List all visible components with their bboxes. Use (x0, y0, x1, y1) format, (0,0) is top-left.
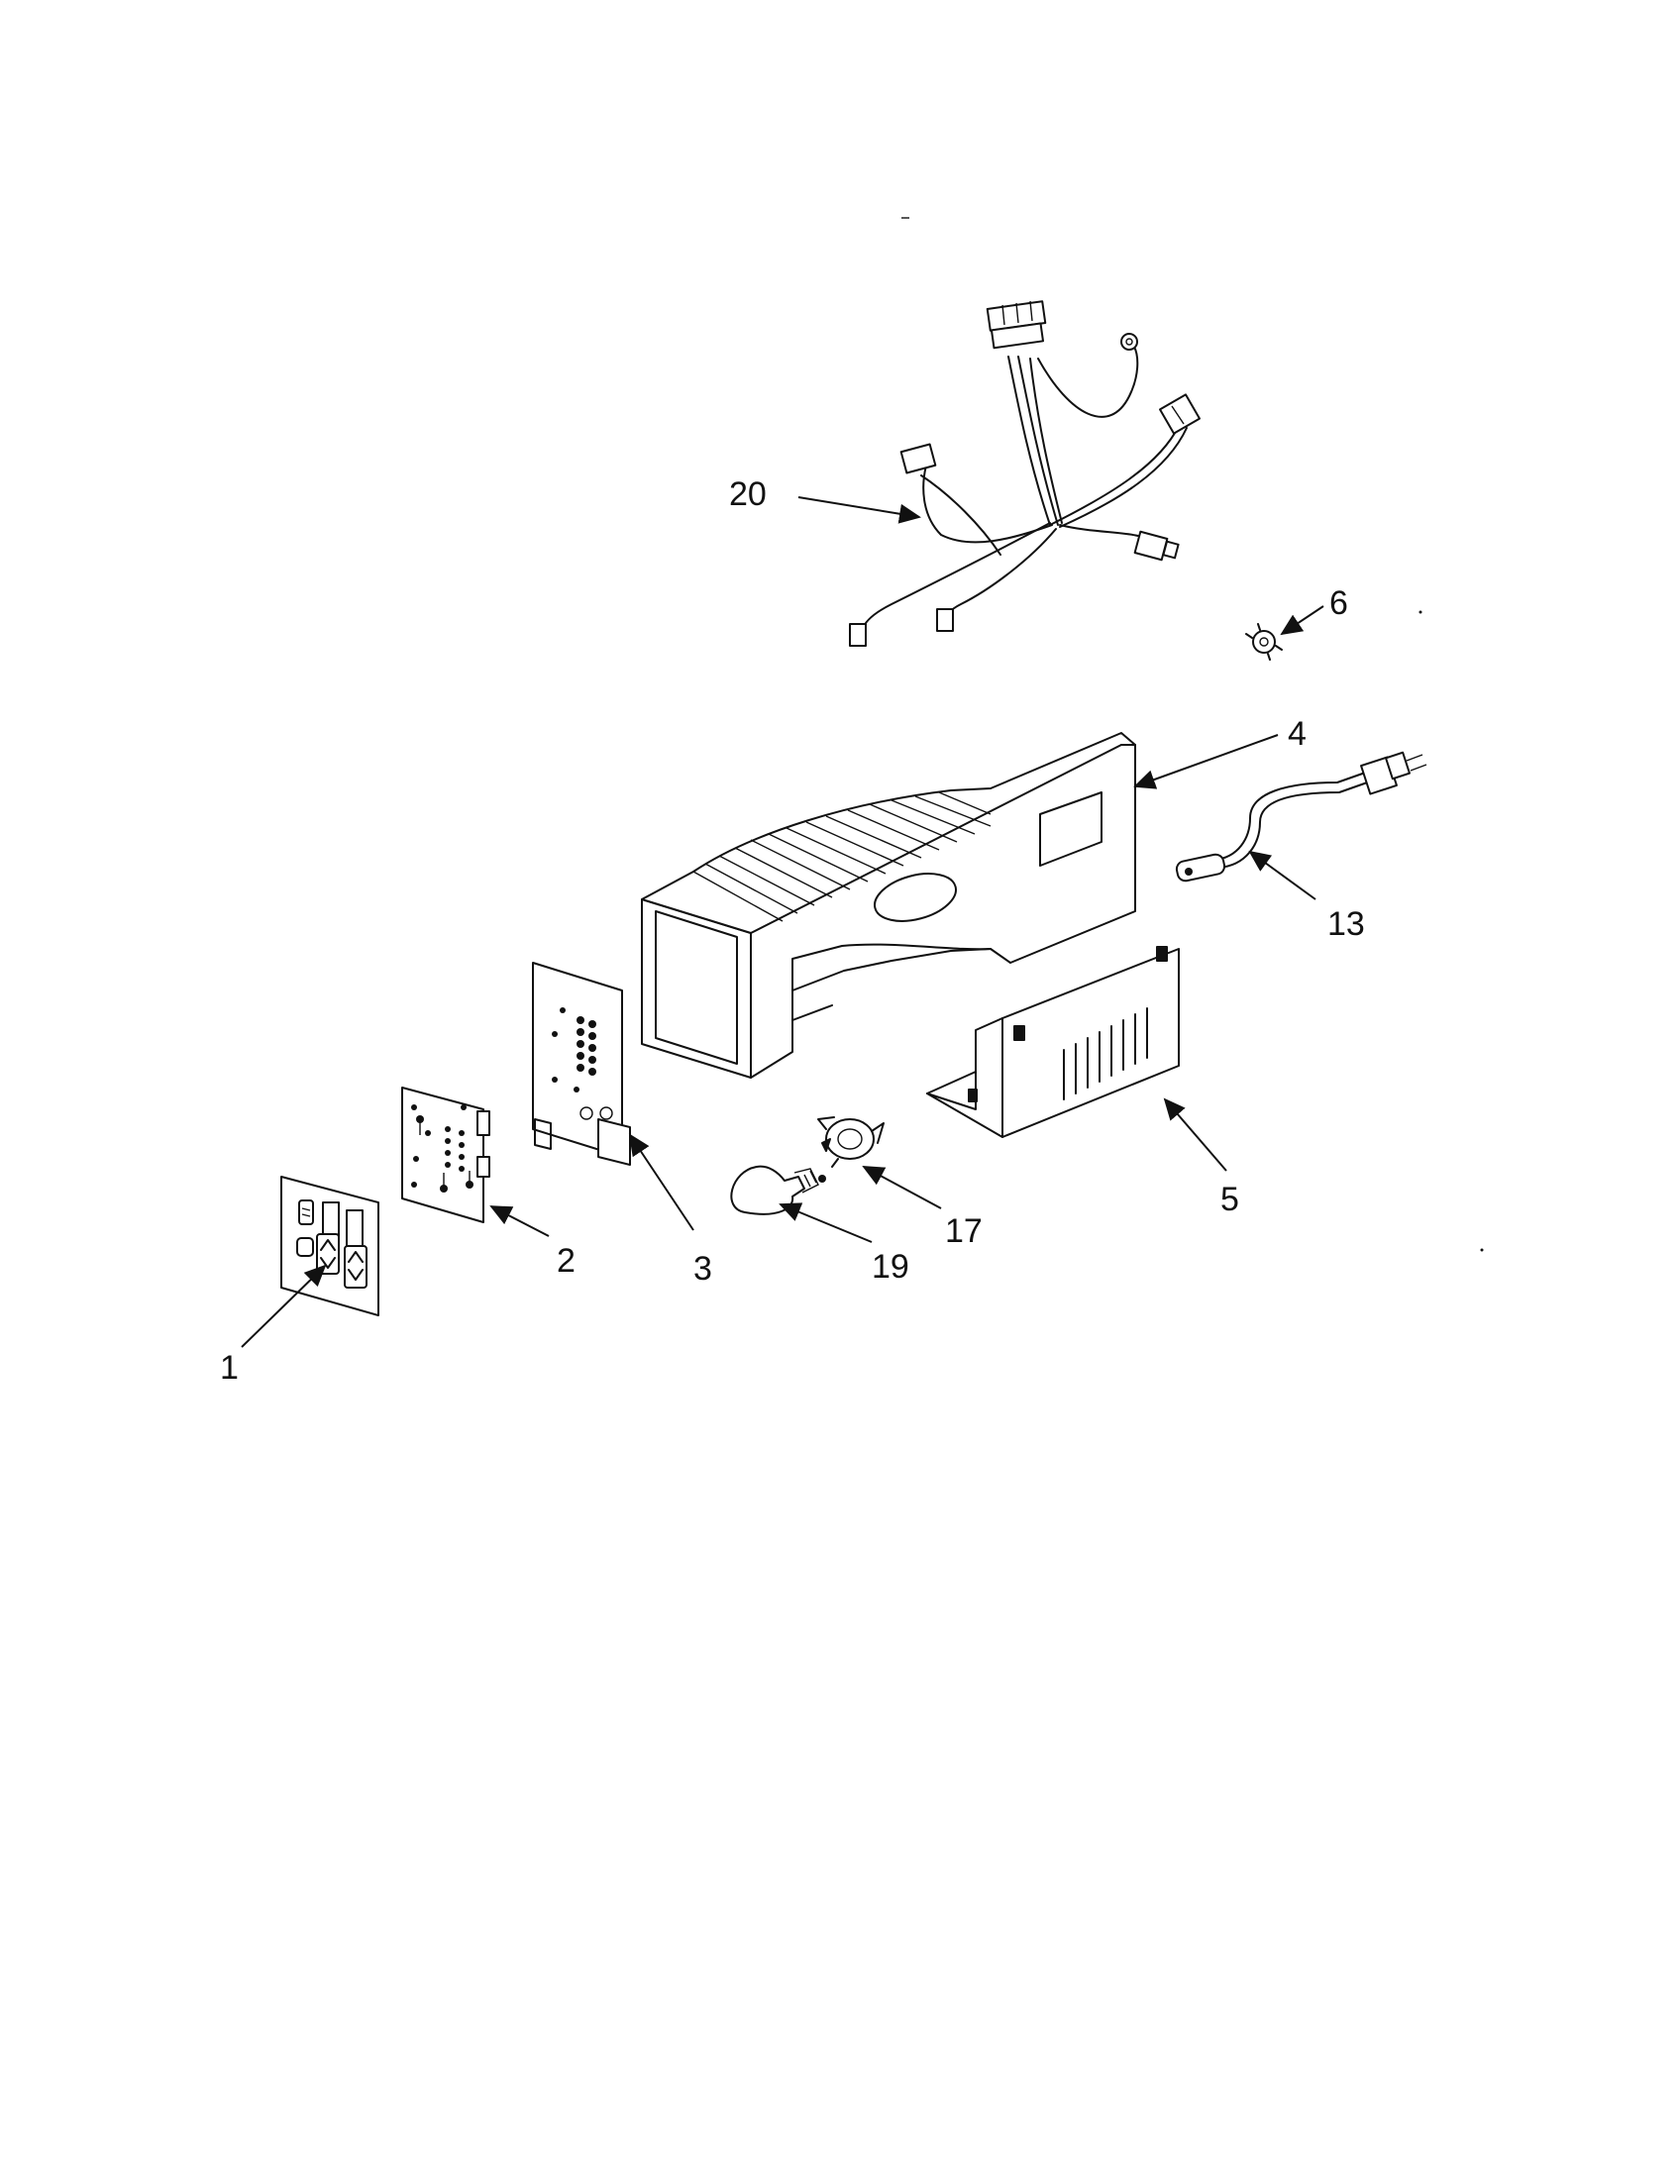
part-19-bulb[interactable] (730, 1165, 826, 1215)
housing-fins (692, 791, 992, 922)
callout-label-2: 2 (557, 1242, 576, 1280)
callout-4: 4 (1133, 715, 1307, 789)
board-3-components (552, 1007, 613, 1120)
cover-vents (1063, 1007, 1148, 1100)
callout-3: 3 (628, 1133, 712, 1288)
callout-2: 2 (489, 1205, 576, 1280)
callout-label-17: 17 (945, 1212, 983, 1250)
callout-label-3: 3 (693, 1250, 712, 1288)
part-17-lamp-socket[interactable] (817, 1116, 885, 1168)
speck (1480, 1248, 1484, 1252)
callout-20: 20 (729, 475, 921, 524)
callout-label-6: 6 (1329, 584, 1348, 622)
callout-label-13: 13 (1327, 905, 1365, 943)
part-6-clip[interactable] (1245, 623, 1283, 661)
speck (1418, 610, 1422, 614)
part-1-keypad-overlay[interactable] (280, 1176, 379, 1316)
callout-19: 19 (779, 1202, 909, 1286)
callout-label-4: 4 (1288, 715, 1307, 753)
part-13-sensor[interactable] (1175, 751, 1427, 883)
callout-label-20: 20 (729, 475, 767, 513)
callout-label-5: 5 (1220, 1181, 1239, 1218)
callout-label-1: 1 (220, 1349, 239, 1387)
callout-1: 1 (220, 1264, 327, 1387)
part-4-housing[interactable] (641, 732, 1136, 1079)
board-2-components (411, 1104, 473, 1193)
callout-5: 5 (1163, 1097, 1239, 1218)
callout-label-19: 19 (872, 1248, 909, 1286)
callout-13: 13 (1248, 850, 1365, 943)
part-3-control-board[interactable] (532, 962, 631, 1166)
callout-6: 6 (1280, 584, 1348, 636)
callout-17: 17 (862, 1166, 983, 1250)
part-5-cover[interactable] (926, 946, 1180, 1138)
part-2-display-board[interactable] (401, 1087, 490, 1223)
part-20-wire-harness[interactable] (849, 300, 1201, 647)
keypad-details (296, 1199, 368, 1289)
